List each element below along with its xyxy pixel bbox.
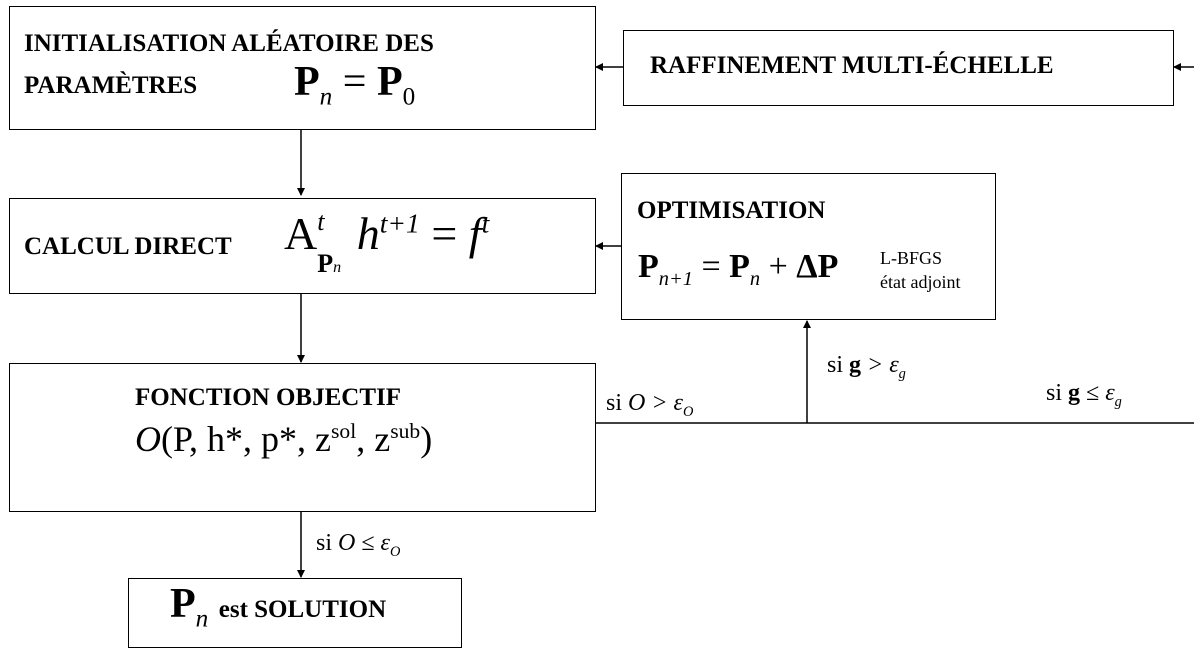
optimisation-equation: Pn+1 = Pn + ΔP: [638, 248, 839, 290]
fonction-expression: O(P, h*, p*, zsol, zsub): [135, 419, 433, 459]
init-equation: Pn = P0: [294, 59, 416, 111]
optimisation-method1: L-BFGS: [880, 248, 943, 268]
cond-O-le: si O ≤ εO: [316, 530, 401, 560]
raffinement-box: [623, 30, 1174, 106]
calcul-label: CALCUL DIRECT: [24, 233, 232, 260]
solution-text: Pn est SOLUTION: [170, 581, 387, 633]
solution-box: [128, 578, 462, 648]
fonction-box: [9, 363, 596, 512]
calcul-box: [9, 198, 596, 294]
cond-O-gt: si O > εO: [606, 390, 694, 420]
cond-g-gt: si g > εg: [827, 352, 906, 382]
optimisation-box: [621, 173, 996, 320]
raffinement-label: RAFFINEMENT MULTI-ÉCHELLE: [650, 52, 1054, 79]
optimisation-title: OPTIMISATION: [637, 197, 826, 224]
init-line2: PARAMÈTRES: [24, 72, 198, 99]
optimisation-method2: état adjoint: [880, 272, 961, 292]
fonction-title: FONCTION OBJECTIF: [135, 384, 402, 411]
init-box: [9, 6, 596, 130]
cond-g-le: si g ≤ εg: [1046, 380, 1122, 410]
init-line1: INITIALISATION ALÉATOIRE DES: [24, 30, 434, 57]
